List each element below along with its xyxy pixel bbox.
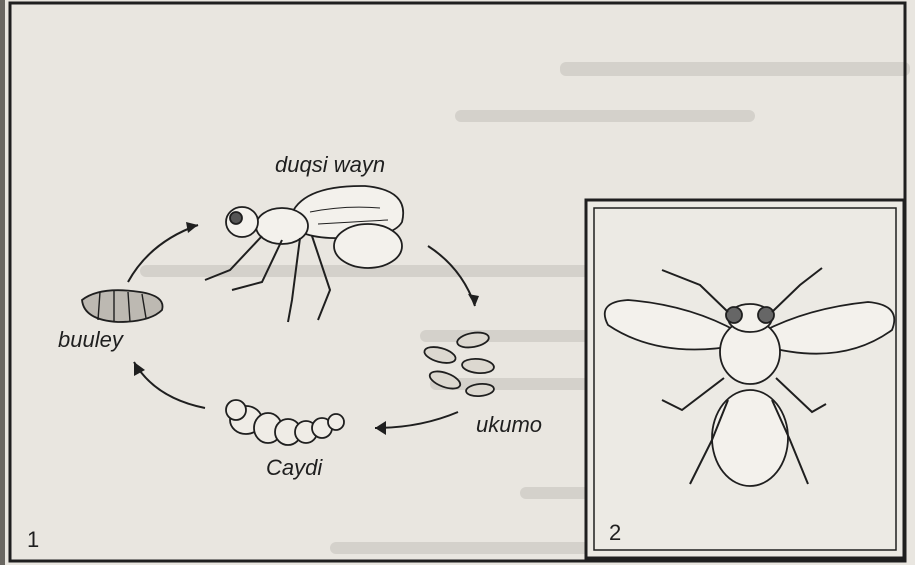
panel-2-number: 2 [609,520,621,546]
arrowhead-icon [186,222,198,233]
stage-label-larva: Caydi [266,455,322,481]
arrow-larva-to-pupa [134,362,205,408]
arrowhead-icon [375,421,386,435]
page-edge [0,0,5,565]
arrow-eggs-to-larva [375,412,458,428]
panel-1-number: 1 [27,527,39,553]
cycle-arrows [128,225,475,428]
larva [226,400,344,445]
egg [423,344,458,366]
fly-legs [205,236,330,322]
adult-fly-side-view [205,186,403,322]
stage-label-pupa: buuley [58,327,123,353]
egg [461,358,494,375]
stage-label-adult: duqsi wayn [275,152,385,178]
stage-label-eggs: ukumo [476,412,542,438]
fly-abdomen [334,224,402,268]
fly-abdomen-top [712,390,788,486]
pupa [82,290,163,322]
